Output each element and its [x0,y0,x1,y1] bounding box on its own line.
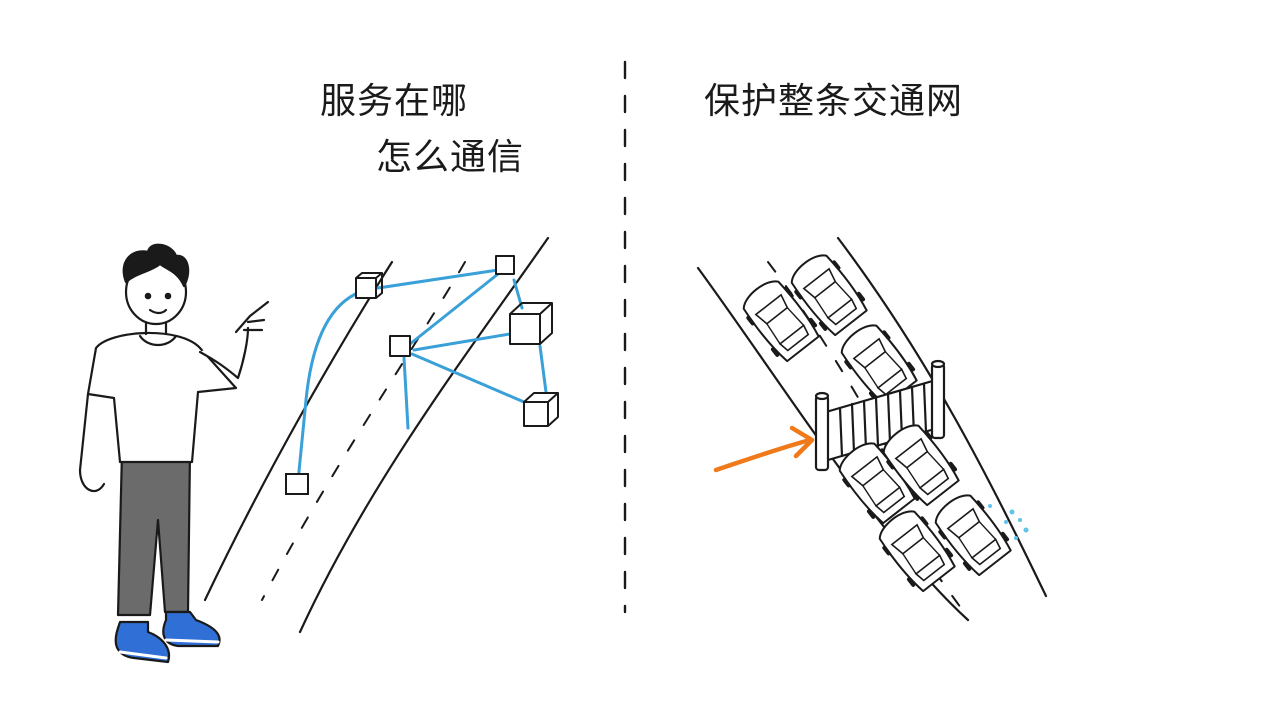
sparkle-icon [988,504,1029,540]
service-network-links [296,268,548,484]
left-caption-line-1: 服务在哪 [320,81,469,122]
right-caption: 保护整条交通网 [704,81,964,122]
cube-icon [285,473,309,495]
cube-icon [509,302,553,345]
person-figure [78,243,270,664]
left-caption-line-2: 怎么通信 [376,137,525,178]
cube-icon [355,272,383,299]
cube-icon [495,255,515,275]
arrow-icon [713,425,815,473]
cube-icon [523,392,559,427]
cube-icon [389,335,411,357]
